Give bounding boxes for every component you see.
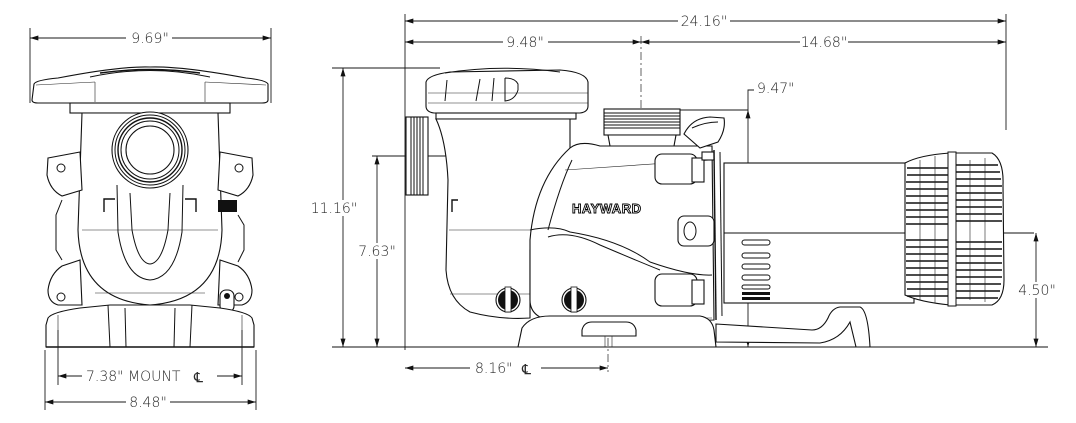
dim-label-9-47: 9.47" <box>757 81 795 97</box>
dim-label-8-48: 8.48" <box>129 395 167 411</box>
side-view: 24.16" 9.48" 14.68" 9.47" 11.16" <box>310 14 1060 378</box>
dim-label-11-16: 11.16" <box>311 201 358 217</box>
dim-mount-centerline-offset: 8.16" ℄ <box>405 338 609 378</box>
dim-motor-centerline-height: 4.50" <box>1014 232 1060 347</box>
dim-base-width: 8.48" <box>44 350 257 411</box>
dim-label-8-16: 8.16" <box>475 361 513 377</box>
centerline-symbol-side: ℄ <box>521 362 531 378</box>
dim-label-9-69: 9.69" <box>131 31 169 47</box>
dim-overall-height: 11.16" <box>310 67 440 347</box>
dim-overall-length: 24.16" <box>404 14 1007 350</box>
drain-plug-2 <box>561 286 587 313</box>
dim-top-width: 9.69" <box>29 28 272 103</box>
brand-logo: HAYWARD <box>572 201 641 216</box>
centerline-symbol: ℄ <box>193 370 203 386</box>
dim-label-14-68: 14.68" <box>801 35 848 51</box>
dim-label-9-48: 9.48" <box>506 35 544 51</box>
motor-vent-slots <box>741 239 771 300</box>
dim-inlet-to-discharge: 9.48" <box>405 35 642 51</box>
dim-label-24-16: 24.16" <box>681 14 728 30</box>
front-view: 9.69" <box>29 28 272 411</box>
dim-label-7-38-mount: 7.38" MOUNT <box>86 369 181 385</box>
drain-plug-1 <box>495 286 521 313</box>
motor-fan-cover <box>904 151 1005 307</box>
dim-mount-centerline: 7.38" MOUNT ℄ <box>57 330 243 386</box>
dim-label-7-63: 7.63" <box>358 244 396 260</box>
dim-label-4-50: 4.50" <box>1018 283 1056 299</box>
